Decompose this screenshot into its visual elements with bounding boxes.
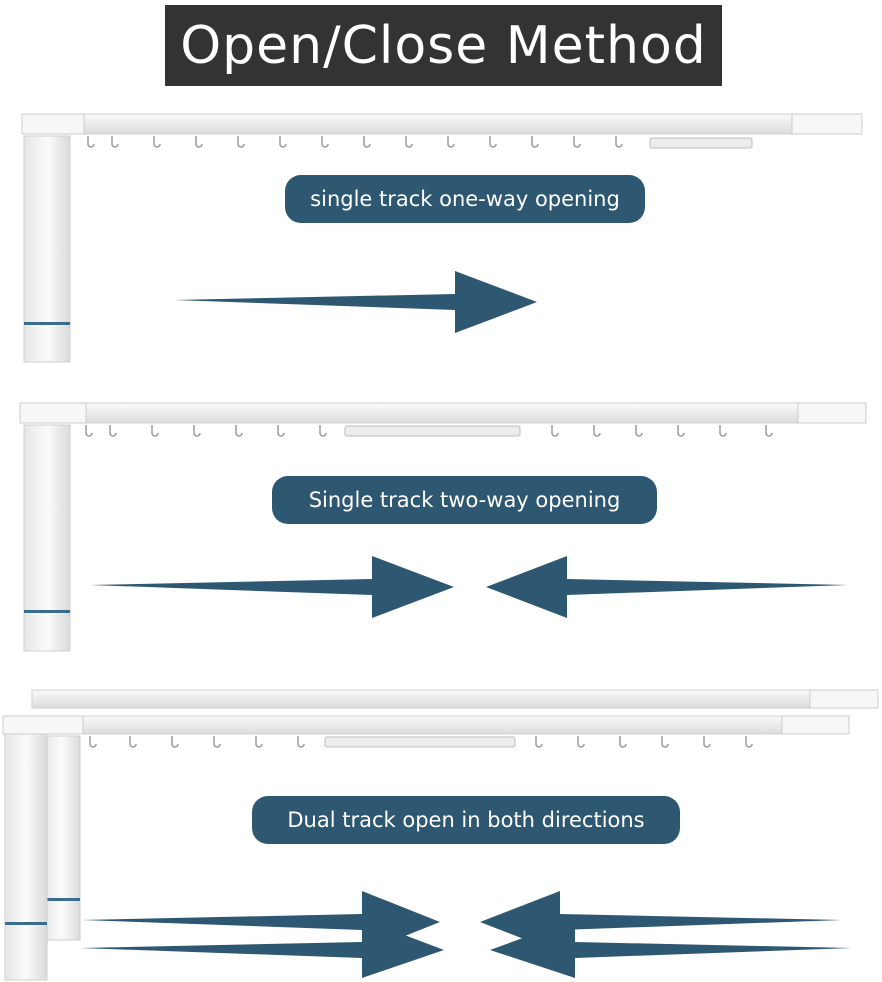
motor-housing [23, 424, 71, 652]
runner-hooks [87, 136, 623, 148]
track-assembly-dual [2, 689, 879, 981]
rail [19, 402, 867, 424]
label-single-track-two-way: Single track two-way opening [272, 476, 657, 524]
label-text: Single track two-way opening [308, 488, 621, 512]
runner-hooks [89, 736, 753, 748]
motor-housing [23, 135, 71, 363]
label-text: Dual track open in both directions [287, 808, 645, 832]
master-carrier [324, 736, 516, 748]
arrow-left-icon [480, 891, 842, 953]
motor-housing-front [4, 731, 48, 981]
rail-rear [31, 689, 879, 709]
arrow-right-icon [174, 271, 537, 333]
motor-housing-rear [43, 735, 81, 941]
master-carrier [344, 425, 521, 437]
label-text: single track one-way opening [310, 187, 620, 211]
master-carrier [649, 137, 753, 149]
arrow-right-icon [80, 919, 444, 978]
page-title: Open/Close Method [165, 5, 722, 86]
runner-hooks [85, 425, 773, 437]
label-single-track-one-way: single track one-way opening [285, 175, 645, 223]
arrow-right-icon [82, 891, 440, 953]
arrow-left-icon [490, 919, 852, 978]
arrow-right-icon [90, 556, 454, 618]
track-assembly-single-oneway [21, 113, 863, 363]
page-title-text: Open/Close Method [180, 15, 707, 76]
rail [21, 113, 863, 135]
track-assembly-single-twoway [19, 402, 867, 652]
arrow-left-icon [486, 556, 848, 618]
label-dual-track: Dual track open in both directions [252, 796, 680, 844]
rail-front [2, 715, 850, 735]
